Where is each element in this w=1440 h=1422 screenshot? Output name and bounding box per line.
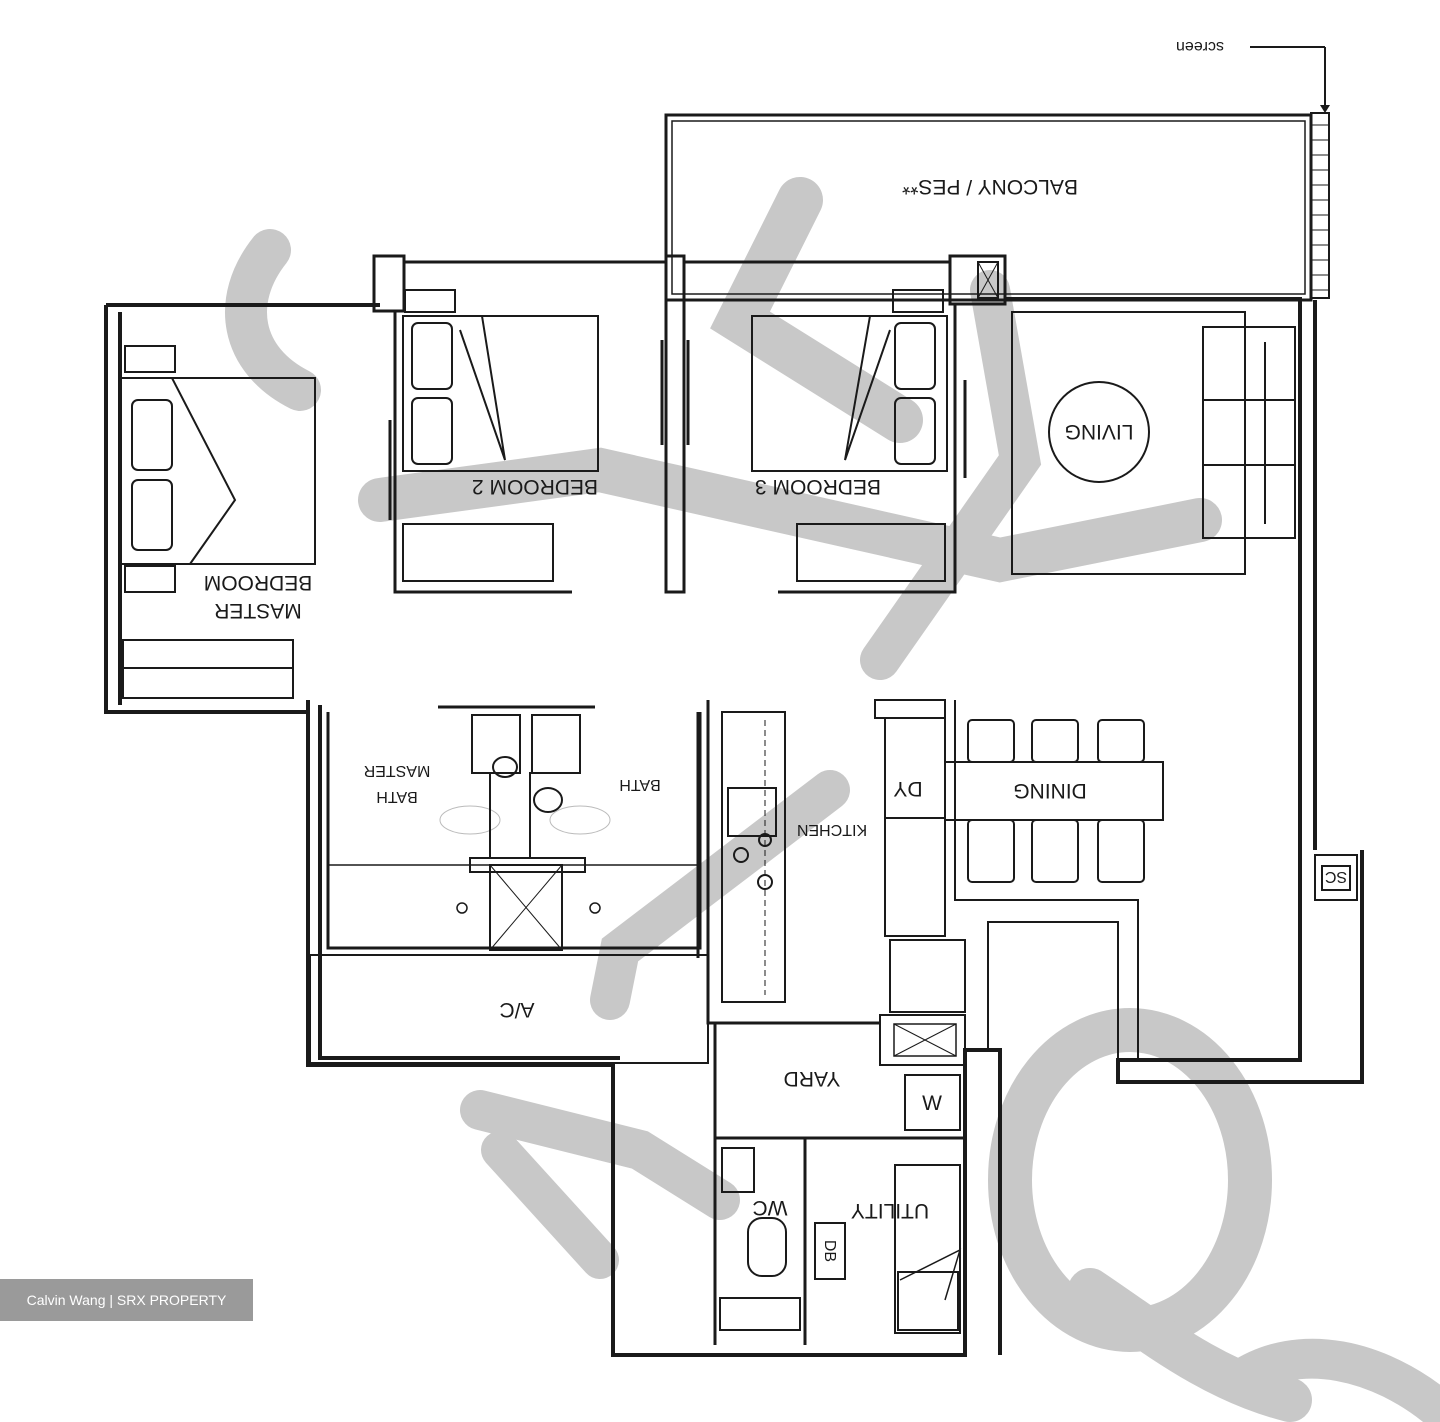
master-bath-label-2: BATH [376,788,417,805]
balcony [664,112,1330,302]
kitchen [696,699,946,1025]
sc-label: SC [1325,868,1347,885]
dy-label: DY [893,777,922,800]
master-bath-label-1: MASTER [364,762,431,779]
db-label: DB [821,1240,838,1262]
master-bedroom [119,345,316,699]
service-cabinet [1314,854,1358,901]
living-area [1005,297,1300,575]
credit-text: Calvin Wang | SRX PROPERTY [26,1292,227,1308]
screen-label: screen [1176,38,1224,55]
dining [944,700,1164,1060]
utility-label: UTILITY [851,1199,929,1222]
dining-label: DINING [1013,779,1087,802]
center-pillar [660,254,690,594]
bedroom-3-label: BEDROOM 3 [755,475,881,498]
credit-badge: Calvin Wang | SRX PROPERTY [0,1279,253,1321]
master-bedroom-label-1: MASTER [214,599,302,622]
watermark [225,177,1440,1422]
yard-label: YARD [784,1067,841,1090]
kitchen-label: KITCHEN [797,821,867,838]
bedroom-2-label: BEDROOM 2 [472,475,598,498]
bath-block [326,705,702,951]
master-bedroom-label-2: BEDROOM [204,571,313,594]
bedroom-2 [372,254,666,594]
wc-label: WC [753,1196,788,1219]
w-label: W [922,1092,942,1115]
bath-label: BATH [619,776,660,793]
service-block [713,939,966,1345]
bedroom-3 [684,254,1007,594]
ac-label: A/C [499,998,534,1021]
living-label: LIVING [1065,420,1134,443]
balcony-label: BALCONY / PES** [902,175,1078,198]
